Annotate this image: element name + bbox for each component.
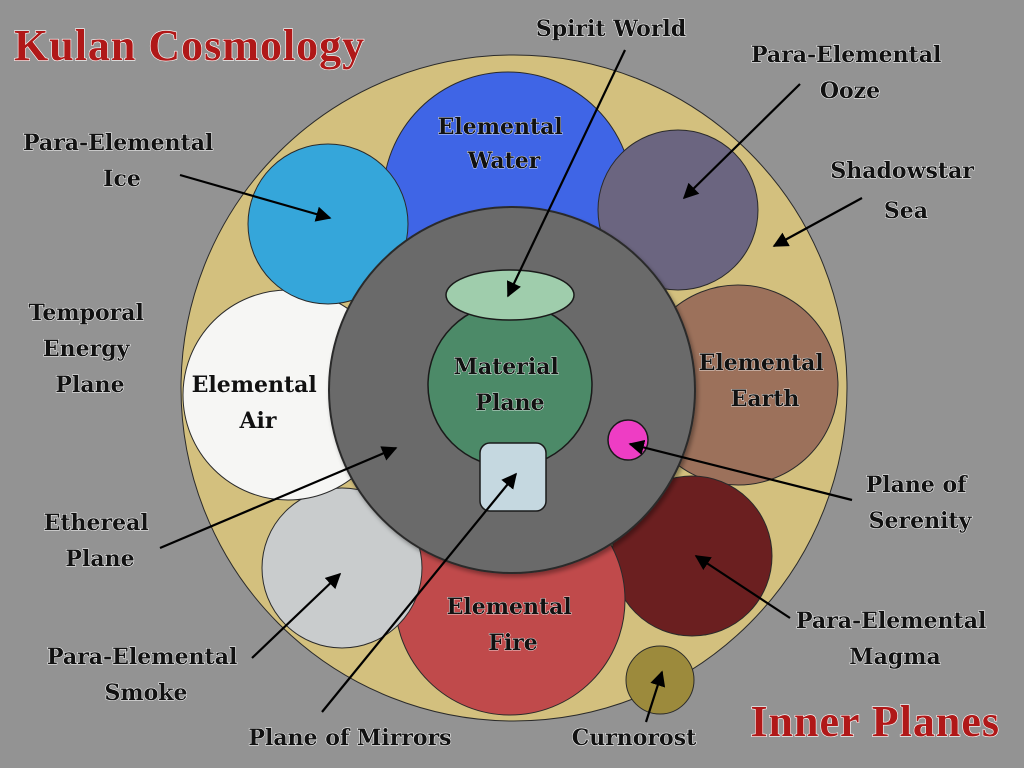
label-temporal-energy-plane: Temporal Energy Plane: [28, 300, 151, 398]
label-para-elemental-ice: Para-Elemental Ice: [23, 130, 221, 192]
spirit-world-region: [445, 269, 575, 321]
label-material-plane: Material Plane: [454, 354, 567, 416]
arrow-magma: [694, 555, 791, 619]
title-kulan-cosmology: Kulan Cosmology: [14, 21, 365, 70]
plane-of-serenity-region: [607, 419, 649, 461]
label-para-elemental-smoke: Para-Elemental Smoke: [47, 644, 245, 706]
para-elemental-ooze-region: [597, 129, 759, 291]
arrow-curnorost: [644, 670, 666, 723]
label-para-elemental-ooze: Para-Elemental Ooze: [751, 42, 949, 104]
label-elemental-earth: Elemental Earth: [699, 350, 832, 412]
label-spirit-world: Spirit World: [536, 16, 686, 42]
title-inner-planes: Inner Planes: [750, 697, 1000, 746]
label-curnorost: Curnorost: [572, 725, 697, 751]
para-elemental-ice-region: [247, 143, 409, 305]
label-elemental-fire: Elemental Fire: [447, 594, 580, 656]
arrow-spirit-world: [506, 49, 626, 298]
label-elemental-air: Elemental Air: [192, 372, 325, 434]
arrow-serenity: [628, 439, 853, 502]
label-plane-of-mirrors: Plane of Mirrors: [248, 725, 451, 751]
arrow-ooze: [682, 83, 801, 200]
arrow-mirrors: [321, 472, 517, 713]
label-shadowstar-sea: Shadowstar Sea: [830, 158, 981, 224]
para-elemental-smoke-region: [261, 487, 423, 649]
label-para-elemental-magma: Para-Elemental Magma: [796, 608, 994, 670]
arrow-shadowstar-sea: [772, 197, 863, 247]
arrow-smoke: [251, 572, 342, 659]
label-elemental-water: Elemental Water: [438, 114, 571, 174]
arrow-ethereal: [159, 446, 398, 550]
label-plane-of-serenity: Plane of Serenity: [866, 472, 975, 534]
label-ethereal-plane: Ethereal Plane: [44, 510, 157, 572]
arrow-ice: [179, 173, 332, 222]
